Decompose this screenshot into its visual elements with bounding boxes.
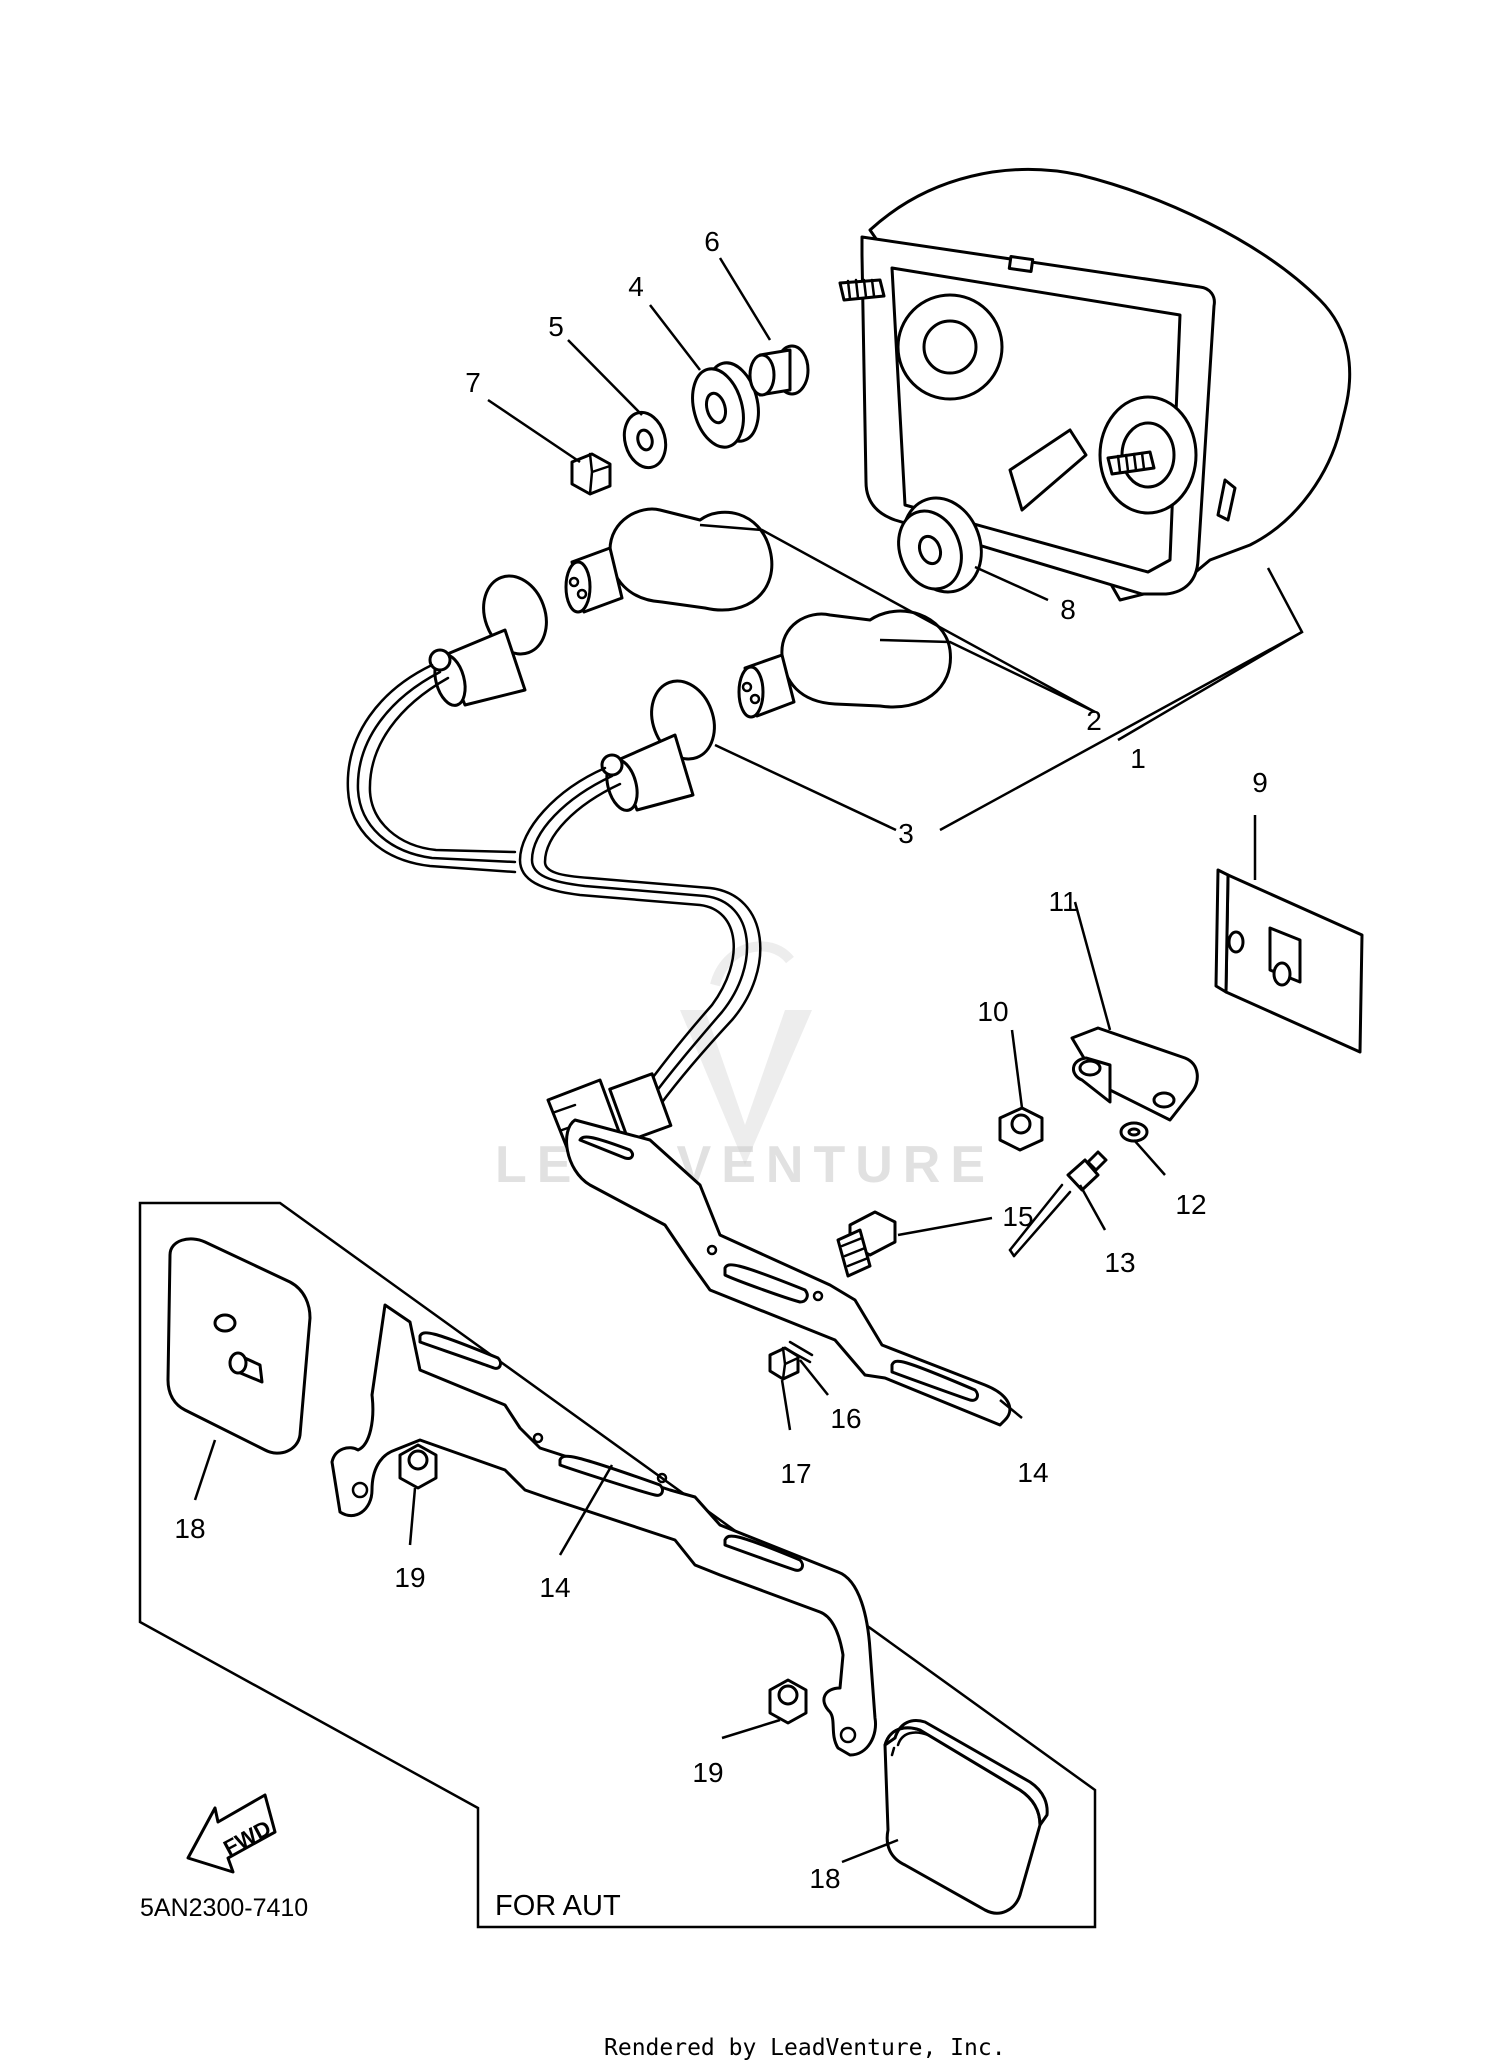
callout-17: 17 — [780, 1458, 811, 1489]
callout-19-upper: 19 — [394, 1562, 425, 1593]
callout-13: 13 — [1104, 1247, 1135, 1278]
callout-6: 6 — [704, 226, 720, 257]
for-aut-box-outline — [138, 1201, 1097, 1929]
callout-9: 9 — [1252, 767, 1268, 798]
nut-10 — [998, 1106, 1044, 1152]
callout-18-upper: 18 — [174, 1513, 205, 1544]
for-aut-label: FOR AUT — [495, 1890, 621, 1922]
reflector-18-lower — [883, 1719, 1049, 1915]
grommet-8 — [897, 496, 983, 594]
nut-17 — [768, 1346, 800, 1381]
nut-19-upper — [398, 1443, 438, 1490]
callout-16: 16 — [830, 1403, 861, 1434]
rendered-by-footer: Rendered by LeadVenture, Inc. — [604, 2035, 1006, 2061]
bulb-lower — [737, 609, 952, 719]
callout-2: 2 — [1086, 705, 1102, 736]
bolt-15 — [836, 1210, 897, 1278]
callout-7: 7 — [465, 367, 481, 398]
diagram-part-number: 5AN2300-7410 — [140, 1894, 308, 1922]
leader-lines — [193, 257, 1304, 1864]
callout-15: 15 — [1002, 1201, 1033, 1232]
socket-upper — [428, 574, 548, 707]
callout-numbers: 1 2 3 4 5 6 7 8 9 10 11 12 13 14 14 15 1… — [174, 226, 1267, 1894]
license-light-9 — [1214, 868, 1364, 1054]
bracket-11 — [1070, 1026, 1199, 1122]
callout-18-lower: 18 — [809, 1863, 840, 1894]
callout-5: 5 — [548, 311, 564, 342]
collar-6 — [748, 344, 810, 397]
washer-5 — [622, 410, 668, 470]
grommet-4 — [691, 361, 760, 449]
callout-1: 1 — [1130, 743, 1146, 774]
socket-lower — [600, 679, 716, 812]
callout-11: 11 — [1048, 886, 1077, 917]
callout-14-lower: 14 — [539, 1572, 570, 1603]
callout-3: 3 — [898, 818, 914, 849]
forward-arrow-icon: FWD — [186, 1793, 277, 1874]
license-bracket-upper — [565, 1118, 1012, 1427]
reflector-18-upper — [166, 1237, 312, 1455]
callout-12: 12 — [1175, 1189, 1206, 1220]
nut-19-lower — [768, 1678, 808, 1725]
nut-7 — [570, 452, 612, 496]
callout-10: 10 — [977, 996, 1008, 1027]
callout-19-lower: 19 — [692, 1757, 723, 1788]
license-bracket-lower — [330, 1303, 878, 1757]
tail-light-housing — [838, 168, 1352, 602]
rivet-13 — [1008, 1150, 1108, 1258]
callout-8: 8 — [1060, 594, 1076, 625]
bulb-upper — [564, 507, 774, 614]
callout-14-upper: 14 — [1017, 1457, 1048, 1488]
callout-4: 4 — [628, 271, 644, 302]
washer-12 — [1119, 1121, 1149, 1143]
